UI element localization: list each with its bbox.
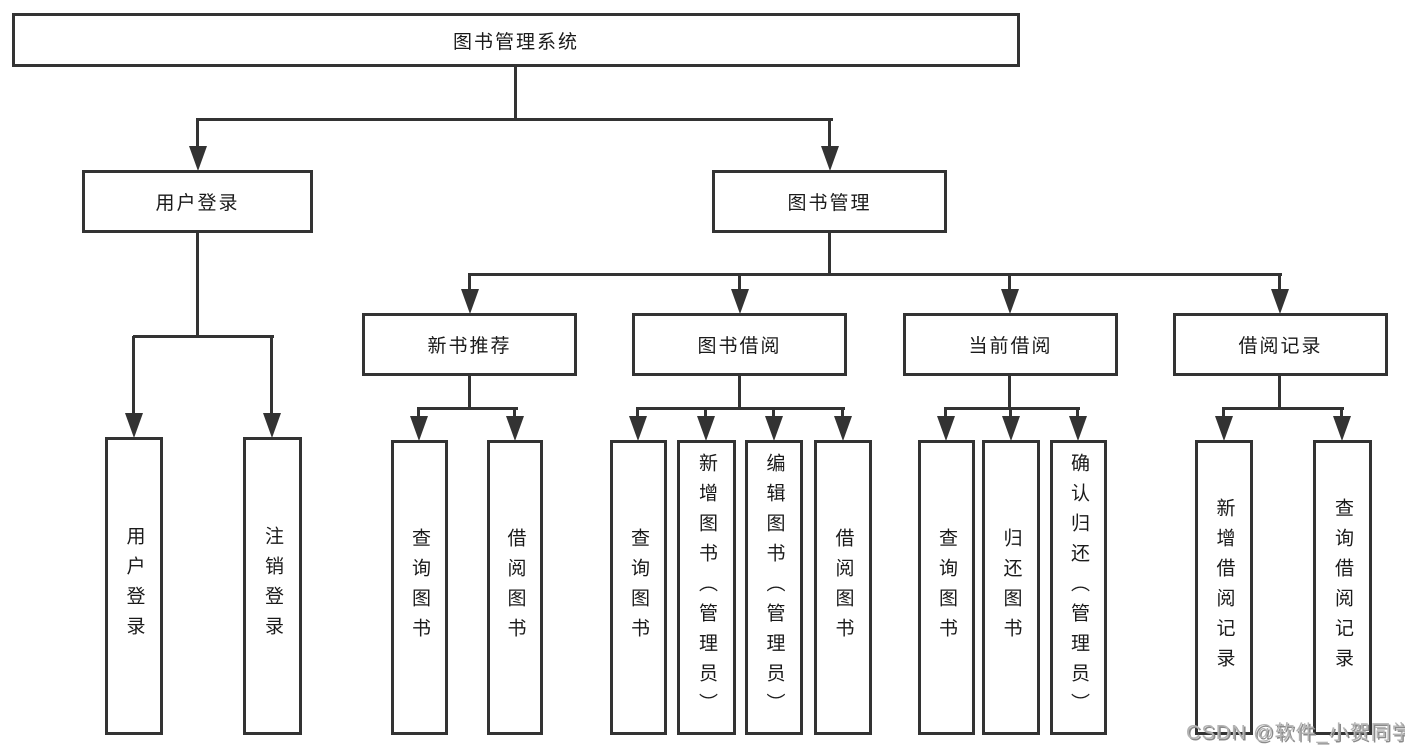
connector-arrow (1001, 274, 1019, 314)
node-label: 图书借阅 (697, 336, 782, 357)
connector-arrow (125, 336, 143, 438)
connector-line (828, 231, 831, 276)
node-book-borrowing: 图书借阅 (632, 313, 847, 376)
node-library-management-system: 图书管理系统 (12, 13, 1020, 67)
node-current-borrowing: 当前借阅 (903, 313, 1118, 376)
connector-arrow (1271, 274, 1289, 314)
connector-line (1008, 374, 1011, 410)
leaf-query-borrow-record: 查询借阅记录 (1313, 440, 1372, 735)
connector-arrow (263, 336, 281, 438)
connector-arrow (765, 408, 783, 441)
connector-arrow (1333, 408, 1351, 441)
connector-line (468, 374, 471, 410)
node-label: 借阅记录 (1238, 336, 1323, 357)
connector-line (636, 407, 845, 410)
connector-arrow (506, 408, 524, 441)
node-new-book-recommendation: 新书推荐 (362, 313, 577, 376)
csdn-watermark: CSDN @软件_小贺同学 (1186, 722, 1405, 744)
connector-arrow (1215, 408, 1233, 441)
node-user-login: 用户登录 (82, 170, 313, 233)
connector-line (944, 407, 1080, 410)
leaf-logout: 注销登录 (243, 437, 302, 735)
node-book-management: 图书管理 (712, 170, 947, 233)
connector-line (417, 407, 518, 410)
leaf-query-books-recommend: 查询图书 (391, 440, 448, 735)
connector-arrow (1069, 408, 1087, 441)
node-label: 图书管理系统 (452, 31, 579, 53)
leaf-add-borrow-record: 新增借阅记录 (1195, 440, 1253, 735)
connector-arrow (937, 408, 955, 441)
connector-line (196, 118, 833, 121)
leaf-user-login: 用户登录 (105, 437, 163, 735)
node-label: 图书管理 (787, 193, 872, 214)
leaf-borrow-books: 借阅图书 (814, 440, 872, 735)
connector-arrow (731, 274, 749, 314)
node-borrowing-records: 借阅记录 (1173, 313, 1388, 376)
connector-line (1278, 374, 1281, 410)
leaf-return-books: 归还图书 (982, 440, 1040, 735)
leaf-borrow-books-recommend: 借阅图书 (487, 440, 543, 735)
connector-line (738, 374, 741, 410)
connector-line (514, 65, 517, 120)
connector-arrow (410, 408, 428, 441)
node-label: 当前借阅 (968, 336, 1053, 357)
node-label: 用户登录 (155, 193, 240, 214)
leaf-confirm-return-admin: 确认归还（管理员） (1050, 440, 1107, 735)
connector-line (133, 335, 274, 338)
node-label: 新书推荐 (427, 336, 512, 357)
connector-arrow (461, 274, 479, 314)
connector-arrow (834, 408, 852, 441)
leaf-query-books-current: 查询图书 (918, 440, 975, 735)
connector-arrow (189, 118, 207, 171)
leaf-edit-books-admin: 编辑图书（管理员） (745, 440, 803, 735)
connector-line (1222, 407, 1344, 410)
connector-arrow (629, 408, 647, 441)
connector-arrow (1002, 408, 1020, 441)
leaf-query-books-borrow: 查询图书 (610, 440, 667, 735)
leaf-add-books-admin: 新增图书（管理员） (677, 440, 736, 735)
connector-line (468, 273, 1282, 276)
connector-arrow (697, 408, 715, 441)
connector-arrow (821, 118, 839, 171)
connector-line (196, 231, 199, 338)
